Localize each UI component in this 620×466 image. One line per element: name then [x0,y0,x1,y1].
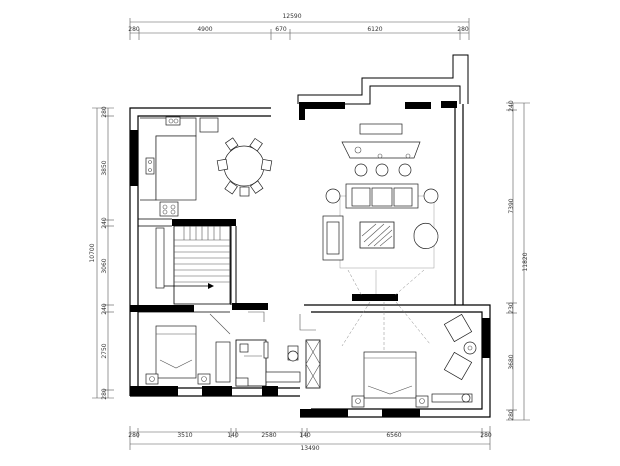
bottom-seg-4: 2580 [261,432,276,439]
fridge [199,117,219,133]
armchair-master-1 [443,313,473,343]
bottom-seg-7: 280 [480,432,492,439]
left-seg-6: 2750 [101,343,108,358]
bottom-seg-1: 280 [128,432,140,439]
armchair-master-2 [443,351,473,381]
side-table-right [423,188,439,204]
kitchen-sink [145,157,155,175]
left-bedroom [138,311,231,385]
top-total-label: 12590 [282,13,301,20]
right-seg-1: 240 [508,100,515,112]
left-seg-3: 240 [101,217,108,229]
dining-table [223,145,265,187]
top-seg-5: 280 [457,26,469,33]
bottom-seg-3: 140 [227,432,239,439]
bottom-seg-6: 6560 [386,432,401,439]
right-seg-5: 280 [508,409,515,421]
left-total-label: 10700 [89,243,96,262]
side-table-left [325,188,341,204]
desk [431,393,473,403]
round-side-table [463,341,477,355]
bottom-dimension: 280 3510 140 2580 140 6560 280 13490 [128,426,492,452]
master-bedroom [351,313,477,408]
left-seg-5: 240 [101,303,108,315]
bed-left [155,325,197,379]
left-seg-2: 3850 [101,160,108,175]
staircase [155,225,231,305]
top-seg-3: 670 [275,26,287,33]
stove [159,201,179,217]
dining-set [216,137,273,197]
wardrobe-left [215,341,231,383]
top-seg-1: 280 [128,26,140,33]
bed-master [363,351,417,399]
bottom-seg-5: 140 [299,432,311,439]
left-seg-4: 3060 [101,258,108,273]
left-dimension: 10700 280 3850 240 3060 240 2750 280 [89,106,114,400]
top-seg-2: 4900 [197,26,212,33]
top-seg-4: 6120 [367,26,382,33]
bottom-total-label: 13490 [300,445,319,452]
right-total-label: 11820 [522,252,529,271]
left-seg-1: 280 [101,106,108,118]
right-seg-4: 3680 [508,354,515,369]
right-seg-2: 7390 [508,198,515,213]
stair-direction-arrow [208,283,214,289]
coffee-table [359,221,395,249]
walls [129,54,491,418]
tv-cabinet [359,123,403,135]
vanity [265,371,301,383]
bathroom [235,311,321,389]
lounge-chair [413,223,439,249]
top-dimension: 12590 280 4900 670 6120 280 [128,13,470,40]
right-dimension: 240 7390 230 3680 280 11820 [506,100,530,421]
living-room [322,123,439,350]
left-seg-7: 280 [101,388,108,400]
bottom-seg-2: 3510 [177,432,192,439]
kitchen-island [155,135,197,201]
kitchen [140,116,219,217]
right-seg-3: 230 [508,302,515,314]
